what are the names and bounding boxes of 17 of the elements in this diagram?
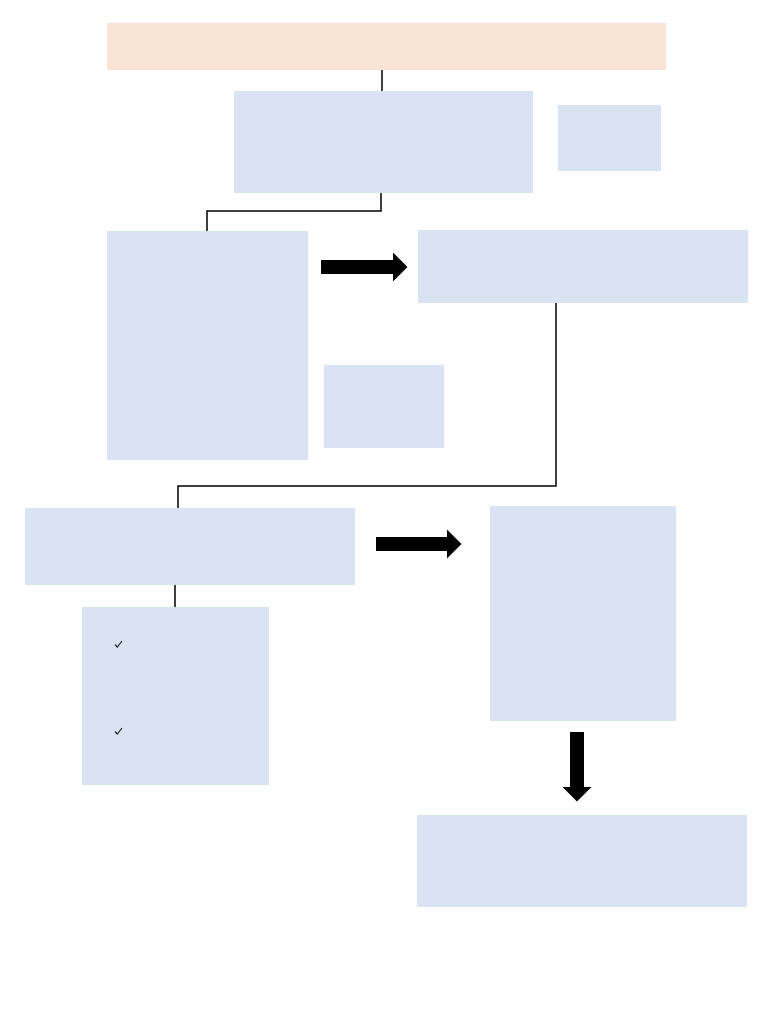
process-box (558, 105, 661, 171)
connector-line (174, 584, 176, 608)
process-box (25, 508, 355, 585)
process-box (234, 91, 533, 193)
connector-line (381, 69, 383, 92)
block-arrow (376, 529, 462, 559)
process-box (107, 231, 308, 460)
connector-line (177, 302, 557, 509)
process-box (82, 607, 269, 785)
block-arrow (562, 732, 592, 802)
process-box (417, 815, 747, 907)
process-box (324, 365, 444, 448)
connector-line (206, 192, 382, 232)
process-box (418, 230, 748, 303)
header-box (107, 23, 666, 70)
block-arrow (321, 252, 408, 282)
process-box (490, 506, 676, 721)
